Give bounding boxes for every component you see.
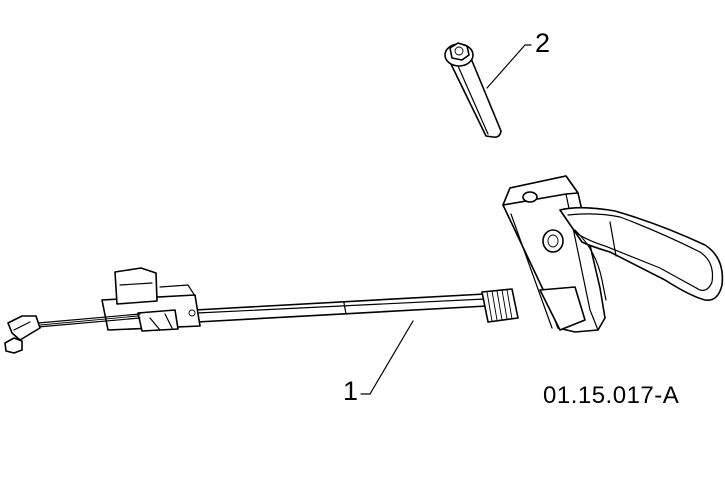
part-2-pin bbox=[444, 42, 502, 138]
ferrule bbox=[481, 288, 519, 323]
wire-clamp bbox=[101, 267, 201, 332]
inner-wire bbox=[37, 313, 141, 328]
hand-lever bbox=[559, 206, 724, 302]
part-1-cable bbox=[194, 293, 488, 323]
callout-1: 1 bbox=[343, 376, 359, 406]
lever-bracket bbox=[502, 175, 606, 333]
figure-number: 01.15.017-A bbox=[543, 382, 680, 409]
leader-line-2 bbox=[486, 44, 532, 89]
z-bend-hook bbox=[4, 315, 41, 354]
leader-line-1 bbox=[360, 320, 414, 395]
callout-2: 2 bbox=[535, 28, 551, 58]
